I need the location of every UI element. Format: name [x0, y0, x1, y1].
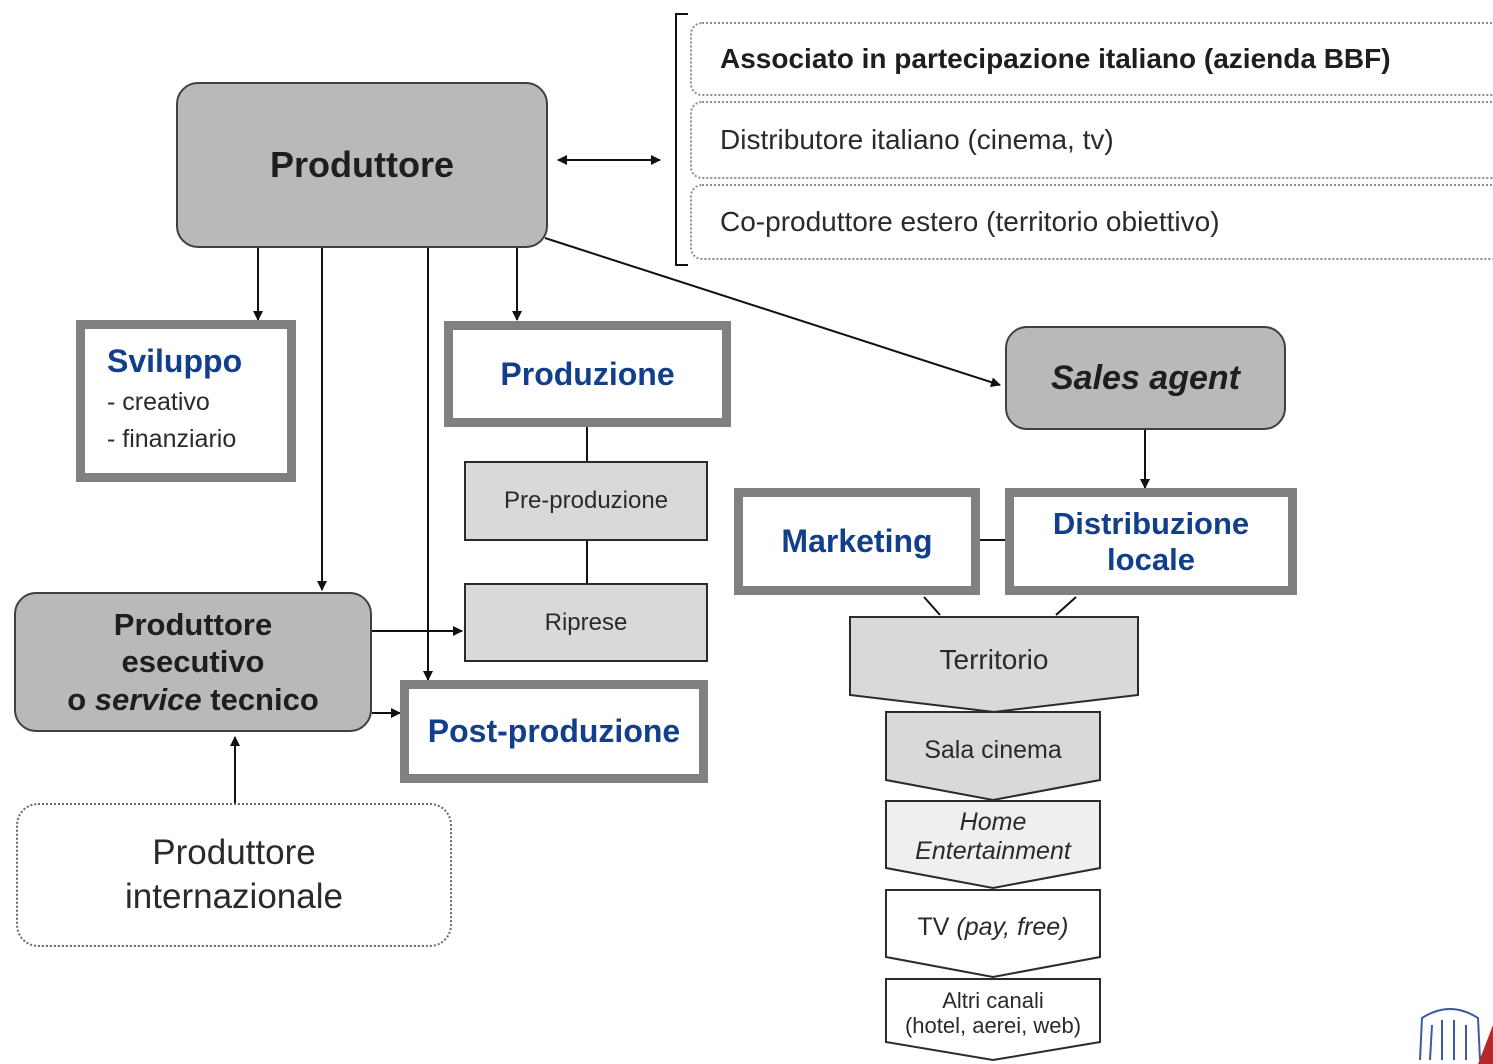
funnel-territorio-shape: [849, 616, 1139, 714]
post-produzione-label: Post-produzione: [427, 713, 681, 749]
partner-coproduttore: Co-produttore estero (territorio obietti…: [690, 184, 1493, 260]
logo-letter-shape: [1478, 1025, 1493, 1064]
esecutivo-line3: o service tecnico: [67, 681, 319, 718]
tv-prefix: TV: [917, 912, 950, 941]
produzione-box: Produzione: [444, 321, 731, 427]
esecutivo-line2: esecutivo: [121, 644, 265, 680]
partner-distributore-label: Distributore italiano (cinema, tv): [720, 124, 1114, 155]
sviluppo-item-creativo: - creativo: [107, 388, 210, 416]
sales-agent-box: Sales agent: [1005, 326, 1286, 430]
pre-produzione-label: Pre-produzione: [503, 487, 669, 514]
riprese-box: Riprese: [464, 583, 708, 662]
partner-associato-label: Associato in partecipazione italiano (az…: [720, 43, 1391, 74]
partner-associato: Associato in partecipazione italiano (az…: [690, 22, 1493, 96]
sales-agent-label: Sales agent: [1051, 358, 1240, 397]
esecutivo-line3-prefix: o: [67, 681, 95, 717]
post-produzione-box: Post-produzione: [400, 680, 708, 783]
distribuzione-locale-box: Distribuzione locale: [1005, 488, 1297, 595]
sala-cinema-label: Sala cinema: [924, 735, 1062, 764]
esecutivo-line3-italic: service: [94, 681, 202, 717]
logo-icon: [1419, 1008, 1481, 1061]
internazionale-line2: internazionale: [125, 877, 343, 916]
produzione-label: Produzione: [500, 355, 675, 392]
sviluppo-item-finanziario: - finanziario: [107, 425, 237, 453]
distribuzione-line2: locale: [1107, 541, 1195, 577]
partner-distributore: Distributore italiano (cinema, tv): [690, 101, 1493, 179]
marketing-box: Marketing: [734, 488, 980, 595]
partners-bracket: [675, 13, 688, 266]
home-line1: Home: [959, 808, 1027, 837]
funnel-sala-shape: [885, 711, 1101, 802]
funnel-home-shape: [885, 800, 1101, 890]
altri-line1: Altri canali: [942, 987, 1044, 1013]
funnel-altri-canali: Altri canali (hotel, aerei, web): [886, 981, 1100, 1045]
funnel-sala-cinema: Sala cinema: [886, 714, 1100, 786]
marketing-label: Marketing: [781, 523, 933, 559]
home-line2: Entertainment: [915, 837, 1071, 865]
tv-italic: (pay, free): [956, 912, 1069, 941]
funnel-tv: TV (pay, free): [886, 892, 1100, 962]
funnel-tv-shape: [885, 889, 1101, 979]
internazionale-line1: Produttore: [152, 833, 316, 873]
produttore-internazionale-box: Produttore internazionale: [16, 803, 452, 947]
esecutivo-line1: Produttore: [113, 607, 273, 643]
sviluppo-box: Sviluppo - creativo - finanziario: [76, 320, 296, 482]
esecutivo-line3-suffix: tecnico: [201, 681, 319, 717]
territorio-label: Territorio: [939, 643, 1049, 675]
produttore-box: Produttore: [176, 82, 548, 248]
funnel-altri-shape: [885, 978, 1101, 1062]
pre-produzione-box: Pre-produzione: [464, 461, 708, 541]
produttore-label: Produttore: [270, 144, 454, 185]
altri-line2: (hotel, aerei, web): [904, 1013, 1082, 1038]
funnel-home-entertainment: Home Entertainment: [886, 803, 1100, 871]
distribuzione-line1: Distribuzione: [1052, 505, 1250, 541]
produttore-esecutivo-box: Produttore esecutivo o service tecnico: [14, 592, 372, 732]
sviluppo-title: Sviluppo: [107, 343, 243, 379]
funnel-territorio: Territorio: [850, 620, 1138, 700]
partner-coproduttore-label: Co-produttore estero (territorio obietti…: [720, 206, 1220, 237]
riprese-label: Riprese: [544, 608, 628, 636]
